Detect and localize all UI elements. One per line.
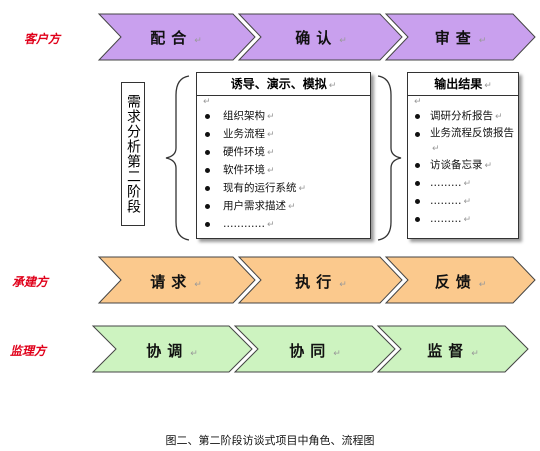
chevron-builder-1 [97, 256, 256, 304]
guide-panel-title: 诱导、演示、模拟↵ [197, 73, 370, 96]
list-item: 访谈备忘录↵ [408, 157, 518, 175]
list-item: …………↵ [197, 216, 370, 234]
step-supervise: 监督↵ [427, 342, 479, 360]
output-list: 调研分析报告↵ 业务流程反馈报告↵ 访谈备忘录↵ ………↵ ………↵ ………↵ [408, 108, 518, 229]
lane-label-builder: 承建方 [12, 275, 49, 289]
chevron-client-2 [237, 13, 403, 61]
step-feedback: 反馈↵ [434, 273, 487, 291]
step-collaborate: 协同↵ [289, 342, 341, 360]
line-break-mark: ↵ [203, 97, 211, 107]
guide-panel: 诱导、演示、模拟↵ ↵ 组织架构↵ 业务流程↵ 硬件环境↵ 软件环境↵ 现有的运… [196, 72, 371, 239]
list-item: 硬件环境↵ [197, 144, 370, 162]
right-brace [377, 75, 402, 241]
list-item: ………↵ [408, 211, 518, 229]
step-confirm: 确认↵ [295, 29, 347, 47]
chevron-supervisor-1 [91, 325, 253, 373]
output-panel-title: 输出结果↵ [408, 73, 518, 96]
step-coordinate: 协调↵ [146, 342, 198, 360]
list-item: ………↵ [408, 193, 518, 211]
chevron-supervisor-2 [233, 325, 396, 373]
chevron-client-3 [384, 13, 536, 61]
step-review: 审查↵ [434, 29, 487, 47]
left-brace [165, 75, 190, 241]
lane-label-supervisor: 监理方 [10, 344, 47, 358]
figure-caption: 图二、第二阶段访谈式项目中角色、流程图 [165, 434, 375, 447]
list-item: 现有的运行系统↵ [197, 180, 370, 198]
list-item: 用户需求描述↵ [197, 198, 370, 216]
lane-label-client: 客户方 [24, 32, 61, 46]
chevron-client-1 [97, 13, 256, 61]
list-item: 组织架构↵ [197, 108, 370, 126]
chevron-builder-2 [237, 256, 403, 304]
list-item: 软件环境↵ [197, 162, 370, 180]
output-panel: 输出结果↵ ↵ 调研分析报告↵ 业务流程反馈报告↵ 访谈备忘录↵ ………↵ ……… [407, 72, 519, 239]
list-item: 业务流程↵ [197, 126, 370, 144]
line-break-mark: ↵ [414, 97, 422, 107]
stage-label: 需求分析第二阶段 [121, 82, 145, 226]
list-item: 调研分析报告↵ [408, 108, 518, 126]
step-execute: 执行↵ [295, 273, 347, 291]
list-item: ………↵ [408, 175, 518, 193]
step-cooperate: 配合↵ [150, 29, 202, 47]
chevron-supervisor-3 [376, 325, 529, 373]
step-request: 请求↵ [150, 273, 202, 291]
guide-list: 组织架构↵ 业务流程↵ 硬件环境↵ 软件环境↵ 现有的运行系统↵ 用户需求描述↵… [197, 108, 370, 234]
list-item: 业务流程反馈报告↵ [408, 126, 518, 157]
chevron-builder-3 [384, 256, 536, 304]
